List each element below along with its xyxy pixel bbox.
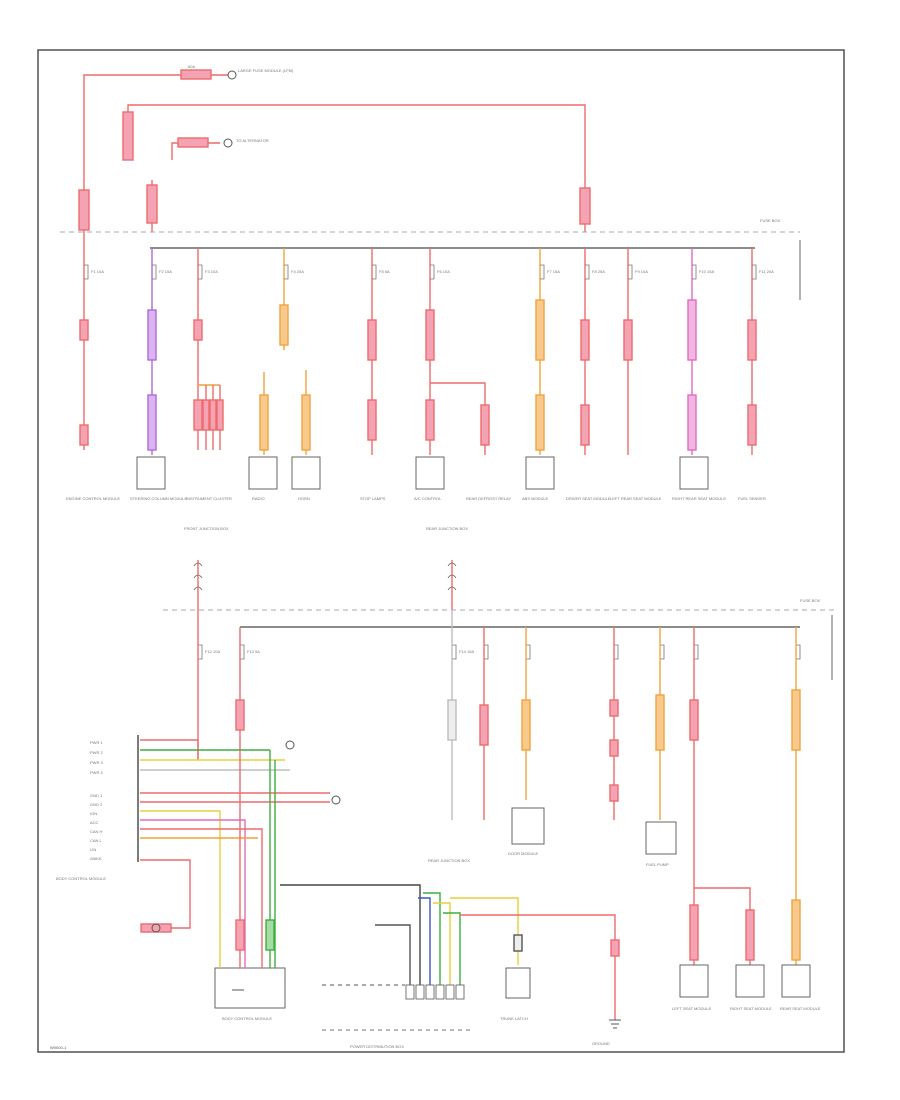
fuse-label: F3 10A xyxy=(205,269,218,274)
load-box xyxy=(291,456,321,490)
body-control-label: BODY CONTROL MODULE xyxy=(222,1016,272,1021)
load-label: HORN xyxy=(298,496,310,501)
load-label: ENGINE CONTROL MODULE xyxy=(66,496,120,501)
connector-icon xyxy=(285,740,295,750)
top-feed-label: LARGE FUSE MODULE (LFM) xyxy=(238,68,294,73)
load-label: RADIO xyxy=(252,496,265,501)
pin-label: GND 1 xyxy=(90,793,103,798)
load-label: RIGHT REAR SEAT MODULE xyxy=(672,496,726,501)
diagram-frame xyxy=(37,49,845,1053)
pin-label: PWR 2 xyxy=(90,750,103,755)
upper-fuse-labels: F1 10A F2 15A F3 10A F4 20A F5 5A F6 10A… xyxy=(91,269,774,274)
fuse-label: F14 15A xyxy=(459,649,474,654)
power-dist-label: POWER DISTRIBUTION BOX xyxy=(350,1044,404,1049)
junction-feeds xyxy=(197,560,453,610)
fuse-label: F13 5A xyxy=(247,649,260,654)
load-label: REAR DEFROST RELAY xyxy=(466,496,512,501)
bcm-pin-labels: PWR 1 PWR 2 PWR 3 PWR 4 GND 1 GND 2 IGN … xyxy=(90,740,103,861)
pin-label: PWR 3 xyxy=(90,760,103,765)
fuse-label: F10 15A xyxy=(699,269,714,274)
pin-label: CAN L xyxy=(90,838,103,843)
fuse-label: F9 10A xyxy=(635,269,648,274)
rear-junction-label: REAR JUNCTION BOX xyxy=(426,526,468,531)
load-label: STOP LAMPS xyxy=(360,496,386,501)
load-label: DRIVER SEAT MODULE xyxy=(566,496,611,501)
ground-label: GROUND xyxy=(592,1041,610,1046)
load-box xyxy=(781,964,811,998)
lower-fuse-columns xyxy=(197,610,801,965)
load-label: INSTRUMENT CLUSTER xyxy=(186,496,232,501)
load-box xyxy=(645,821,677,855)
lower-fuse-labels: F12 10A F13 5A F14 15A xyxy=(205,649,474,654)
lower-load-components xyxy=(214,807,811,1009)
load-label: LEFT REAR SEAT MODULE xyxy=(610,496,662,501)
main-power-feed xyxy=(78,69,591,232)
lower-load-labels: DOOR MODULE FUEL PUMP LEFT SEAT MODULE R… xyxy=(56,851,821,1049)
rear-seat-label: REAR SEAT MODULE xyxy=(780,1006,821,1011)
upper-fuse-symbols xyxy=(84,264,757,280)
fuse-label: F11 20A xyxy=(759,269,774,274)
rear-junction-label-2: REAR JUNCTION BOX xyxy=(428,858,470,863)
ground-icon xyxy=(609,1019,621,1029)
load-label: FUEL SENDER xyxy=(738,496,766,501)
load-box xyxy=(415,456,445,490)
lfm-connector-icon xyxy=(227,70,237,80)
connector-icon xyxy=(151,923,161,933)
power-distribution-wires xyxy=(280,884,620,1020)
pdb-connector-pins xyxy=(405,984,465,1000)
upper-load-labels: ENGINE CONTROL MODULE STEERING COLUMN MO… xyxy=(66,496,766,531)
load-box xyxy=(679,964,709,998)
alt-source-label: TO ALTERNATOR xyxy=(236,138,269,143)
lower-fuse-symbols xyxy=(198,644,801,660)
trunk-latch-box xyxy=(505,967,531,999)
pin-label: ACC xyxy=(90,820,99,825)
junction-connectors xyxy=(193,562,457,591)
fuse-label: F7 15A xyxy=(547,269,560,274)
fuse-box-label-upper: FUSE BOX xyxy=(760,218,781,223)
door-module-label: DOOR MODULE xyxy=(508,851,539,856)
left-seat-label: LEFT SEAT MODULE xyxy=(672,1006,711,1011)
load-box xyxy=(136,456,166,490)
fuse-box-label-lower: FUSE BOX xyxy=(800,598,821,603)
load-box xyxy=(679,456,709,490)
fuse-label: F6 10A xyxy=(437,269,450,274)
pin-label: GND 2 xyxy=(90,802,103,807)
load-label: A/C CONTROL xyxy=(414,496,442,501)
upper-fuse-columns xyxy=(79,232,757,455)
pin-label: CAN H xyxy=(90,829,103,834)
pin-label: PWR 4 xyxy=(90,770,103,775)
fuse-label: F4 20A xyxy=(291,269,304,274)
load-box xyxy=(248,456,278,490)
load-label: STEERING COLUMN MODULE xyxy=(130,496,187,501)
figure-id: W0000-1 xyxy=(50,1045,67,1050)
top-fuse-label: 60A xyxy=(188,64,195,69)
bcm-wires xyxy=(140,739,330,968)
fuse-label: F12 10A xyxy=(205,649,220,654)
fuse-label: F8 25A xyxy=(592,269,605,274)
alternator-connector-icon xyxy=(223,138,233,148)
trunk-latch-label: TRUNK LATCH xyxy=(500,1016,528,1021)
pin-label: IGN xyxy=(90,811,97,816)
pin-label: WAKE xyxy=(90,856,102,861)
fuse-label: F2 15A xyxy=(159,269,172,274)
front-junction-label: FRONT JUNCTION BOX xyxy=(184,526,229,531)
load-box xyxy=(525,456,555,490)
connector-icon xyxy=(331,795,341,805)
fuse-label: F1 10A xyxy=(91,269,104,274)
fuse-label: F5 5A xyxy=(379,269,390,274)
pin-label: PWR 1 xyxy=(90,740,103,745)
pin-label: LIN xyxy=(90,847,96,852)
load-box xyxy=(735,964,765,998)
load-box xyxy=(511,807,545,845)
load-box xyxy=(214,967,286,1009)
upper-load-components xyxy=(136,456,709,490)
body-control-label-2: BODY CONTROL MODULE xyxy=(56,876,106,881)
load-label: ABS MODULE xyxy=(522,496,549,501)
fuel-pump-label: FUEL PUMP xyxy=(646,862,669,867)
right-seat-label: RIGHT SEAT MODULE xyxy=(730,1006,772,1011)
